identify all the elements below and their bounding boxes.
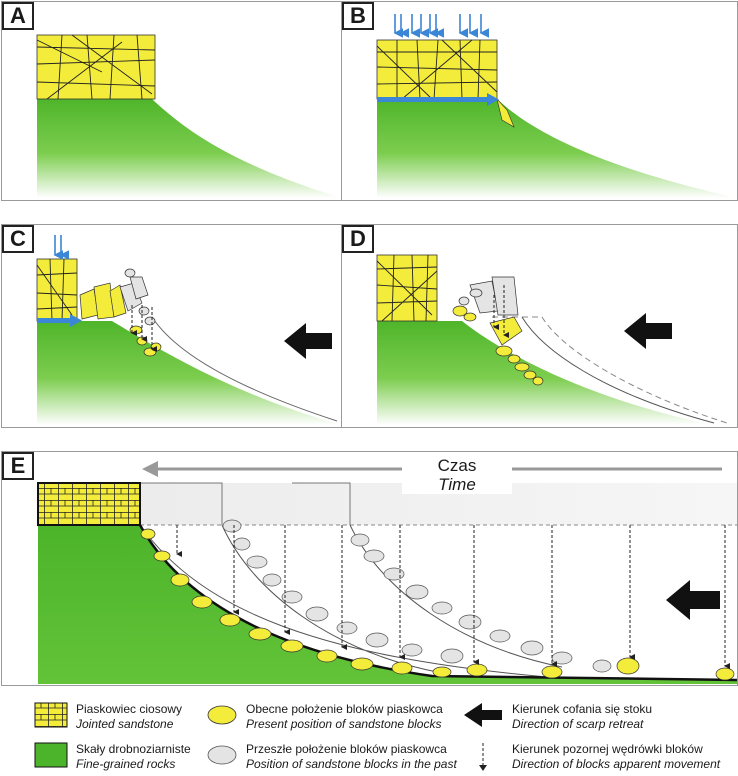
retreat-arrow-icon <box>624 313 672 349</box>
legend-label-en: Direction of blocks apparent movement <box>512 757 721 771</box>
retreat-arrow-icon <box>666 580 720 620</box>
panel-e: E Czas Time <box>1 451 738 686</box>
legend-label-pl: Piaskowiec ciosowy <box>76 702 183 716</box>
legend-jointed-sandstone: Piaskowiec ciosowy Jointed sandstone <box>34 702 182 732</box>
legend-fine-grained: Skały drobnoziarniste Fine-grained rocks <box>34 742 191 772</box>
panel-label: C <box>2 225 34 253</box>
panel-label: E <box>2 452 34 480</box>
panel-label: B <box>342 2 374 30</box>
former-slope-line <box>521 316 715 424</box>
panel-label: A <box>2 2 34 30</box>
legend-label-pl: Obecne położenie bloków piaskowca <box>246 702 443 716</box>
blue-down-arrow-icon <box>393 14 489 38</box>
legend-retreat: Kierunek cofania się stoku Direction of … <box>462 702 652 732</box>
panel-b-diagram <box>376 14 737 198</box>
fine-rock-swatch <box>34 742 68 768</box>
jointed-sandstone-block <box>36 34 156 100</box>
legend-label-en: Fine-grained rocks <box>76 757 176 771</box>
jointed-sandstone-block <box>37 482 141 526</box>
movement-arrow-icon <box>176 525 730 669</box>
present-blocks <box>140 528 735 681</box>
fine-rock-slope <box>377 99 737 198</box>
fine-rock-slope <box>37 99 342 198</box>
panel-d-diagram <box>376 254 728 425</box>
blue-slide-arrow-icon <box>37 314 82 327</box>
time-label-pl: Czas <box>437 456 477 475</box>
time-label: Czas Time <box>402 456 512 494</box>
legend-past-blocks: Przeszłe położenie bloków piaskowca Posi… <box>206 742 457 772</box>
fine-rock-slope <box>37 321 342 425</box>
former-slope-dashed <box>541 316 728 424</box>
panel-b: B <box>341 1 738 201</box>
panel-e-diagram <box>37 461 737 684</box>
movement-arrow-icon <box>131 305 157 352</box>
legend-label-pl: Przeszłe położenie bloków piaskowca <box>246 742 447 756</box>
legend-label-pl: Kierunek cofania się stoku <box>512 702 653 716</box>
movement-arrow-icon <box>493 285 509 338</box>
panel-d: D <box>341 224 738 428</box>
fine-rock-slope <box>377 321 712 425</box>
legend-label-en: Direction of scarp retreat <box>512 717 644 731</box>
past-blocks <box>222 519 612 673</box>
panel-a: A <box>1 1 343 201</box>
jointed-sandstone-block <box>36 258 78 322</box>
legend-label-en: Present position of sandstone blocks <box>246 717 442 731</box>
panel-c: C <box>1 224 343 428</box>
fallen-blocks <box>79 268 162 357</box>
legend-label-pl: Skały drobnoziarniste <box>76 742 191 756</box>
legend-present-blocks: Obecne położenie bloków piaskowca Presen… <box>206 702 443 732</box>
past-block-swatch <box>207 745 237 765</box>
legend-label-pl: Kierunek pozornej wędrówki bloków <box>512 742 703 756</box>
movement-arrow-icon <box>479 743 487 771</box>
retreat-arrow-icon <box>284 323 332 359</box>
former-slope-line <box>151 316 338 422</box>
legend-movement: Kierunek pozornej wędrówki bloków Direct… <box>462 742 720 772</box>
legend-label-en: Jointed sandstone <box>76 717 174 731</box>
legend: Piaskowiec ciosowy Jointed sandstone Ska… <box>0 688 738 776</box>
jointed-sandstone-block <box>376 254 438 322</box>
panel-a-diagram <box>36 34 342 198</box>
blue-slide-arrow-icon <box>377 93 499 106</box>
fine-rock-slope <box>38 525 737 684</box>
blue-down-arrow-icon <box>53 235 69 260</box>
present-block-swatch <box>207 705 237 725</box>
retreat-arrow-icon <box>464 703 502 727</box>
jointed-sandstone-swatch <box>34 702 68 728</box>
panel-c-diagram <box>36 235 342 425</box>
time-label-en: Time <box>438 475 476 494</box>
jointed-sandstone-block <box>376 39 515 128</box>
panel-label: D <box>342 225 374 253</box>
legend-label-en: Position of sandstone blocks in the past <box>246 757 457 771</box>
